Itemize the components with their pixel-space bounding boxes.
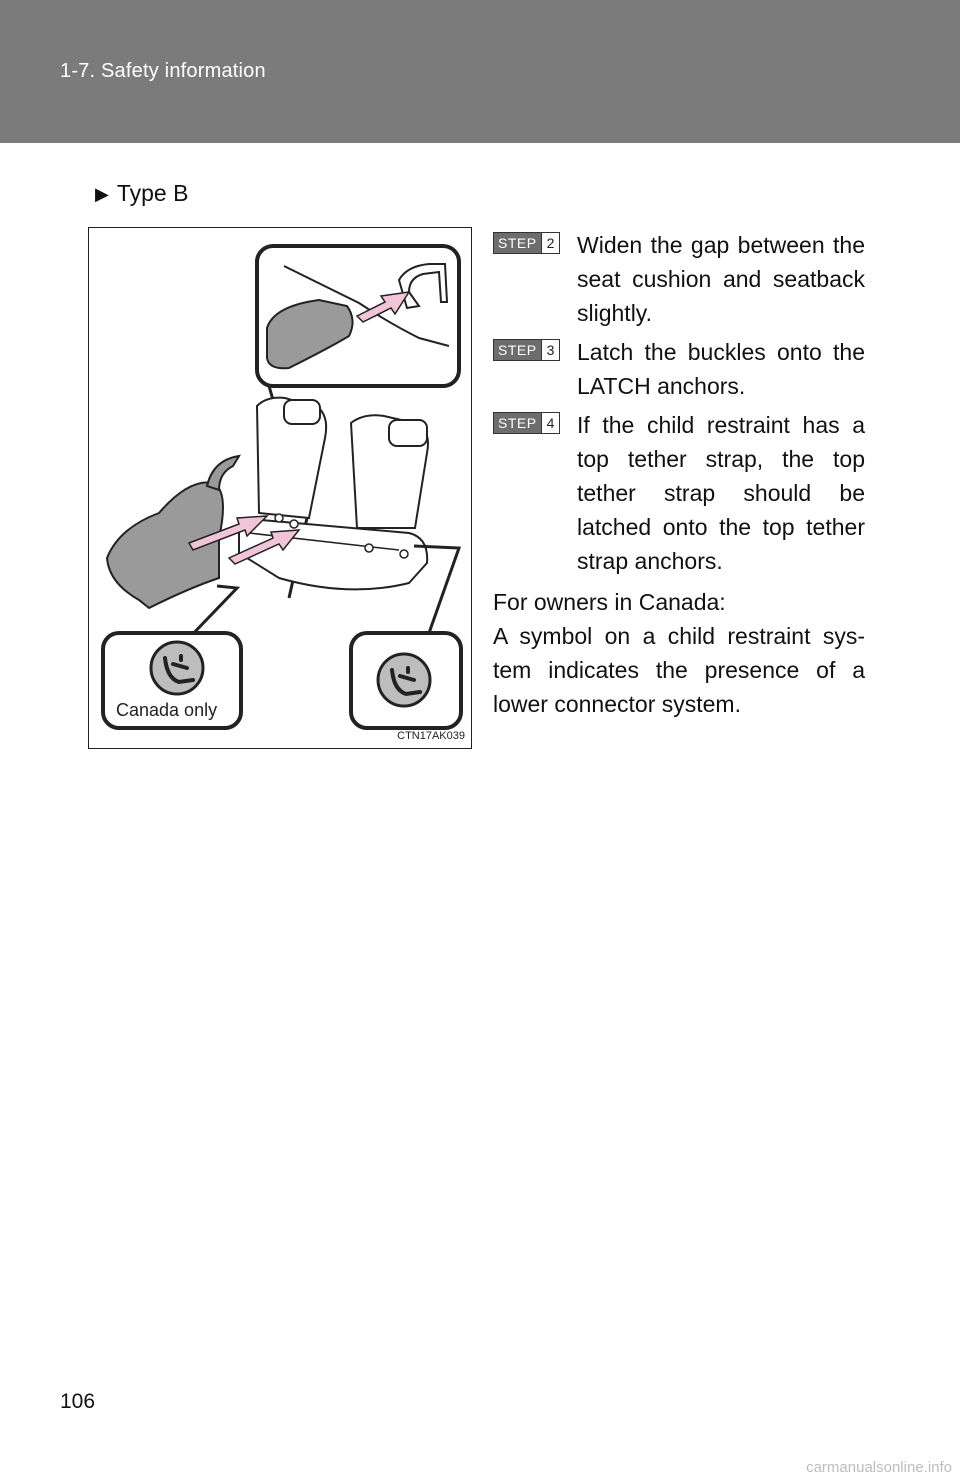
seatback-edge-line — [283, 265, 450, 347]
callout-pointer-left — [185, 584, 241, 642]
insert-arrow-2 — [227, 529, 301, 565]
child-seat-anchor-glyph — [163, 654, 195, 685]
child-seat-anchor-icon — [376, 652, 432, 708]
type-heading-text: Type B — [116, 180, 189, 206]
step-badge-number: 2 — [540, 233, 560, 253]
step-text: Widen the gap between the seat cushion a… — [577, 232, 865, 326]
step-text: If the child restraint has a top tether … — [577, 412, 865, 574]
step-badge-number: 4 — [540, 413, 560, 433]
note-body: A symbol on a child restraint sys- tem i… — [493, 623, 865, 717]
rear-seat-illustration — [101, 244, 463, 730]
step-badge-label: STEP — [494, 233, 541, 253]
canada-note: For owners in Canada: A symbol on a chil… — [493, 585, 865, 721]
anchor-right-2 — [399, 549, 409, 559]
step-badge-number: 3 — [540, 340, 560, 360]
latch-anchor-closeup — [397, 263, 449, 310]
illustration-figure: Canada only CTN17AK039 — [88, 227, 472, 749]
step-text: Latch the buckles onto the LATCH anchors… — [577, 339, 865, 399]
child-seat-anchor-icon — [149, 640, 205, 696]
note-title: For owners in Canada: — [493, 589, 726, 615]
step-badge-label: STEP — [494, 340, 541, 360]
anchor-left-2 — [289, 519, 299, 529]
anchor-right-1 — [364, 543, 374, 553]
figure-code: CTN17AK039 — [397, 730, 465, 742]
headrest-left — [283, 399, 321, 425]
type-heading: ▶ Type B — [95, 180, 188, 207]
headrest-right — [388, 419, 428, 447]
anchor-left-1 — [274, 513, 284, 523]
step-badge-label: STEP — [494, 413, 541, 433]
triangle-marker-icon: ▶ — [95, 184, 109, 204]
insert-arrow-1 — [187, 515, 269, 551]
child-seat-anchor-glyph — [390, 666, 422, 697]
seat-cushion-shape — [266, 298, 354, 370]
top-tether-strap — [205, 454, 241, 492]
page-number: 106 — [60, 1390, 96, 1413]
watermark: carmanualsonline.info — [806, 1459, 952, 1476]
callout-pointer-right — [413, 544, 462, 634]
section-title: 1-7. Safety information — [60, 60, 266, 82]
canada-only-label: Canada only — [116, 700, 218, 720]
child-restraint-seat — [105, 481, 224, 610]
insert-arrow-closeup — [355, 291, 411, 323]
page-header: 1-7. Safety information — [0, 0, 960, 143]
